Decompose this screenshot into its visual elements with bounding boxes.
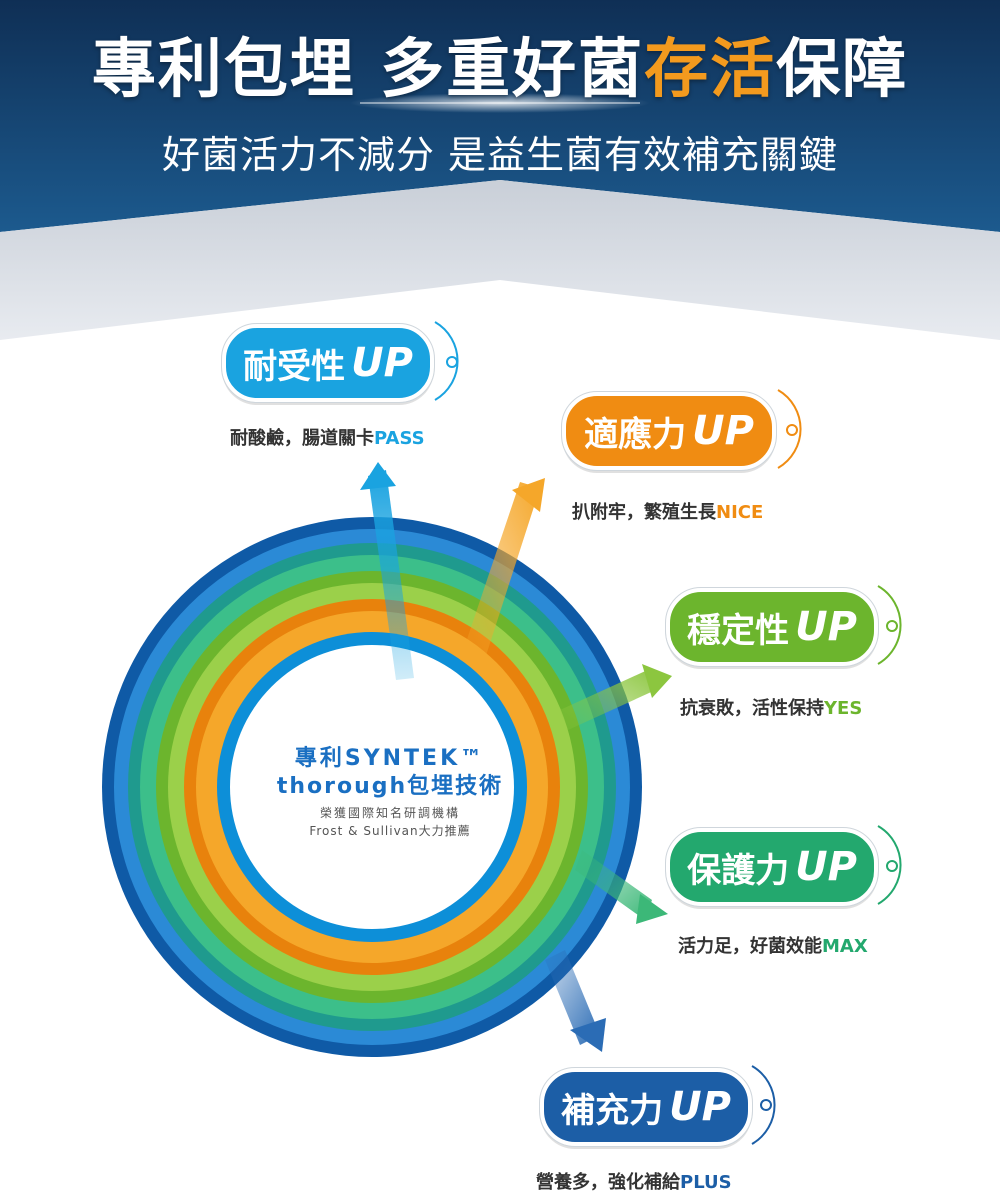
- desc-tag: PLUS: [680, 1172, 732, 1193]
- feature-up: UP: [351, 340, 413, 386]
- feature-label: 穩定性: [687, 610, 790, 651]
- feature-label: 適應力: [584, 414, 687, 455]
- desc-text: 扒附牢，繁殖生長: [572, 502, 716, 523]
- page-subtitle: 好菌活力不減分 是益生菌有效補充關鍵: [161, 133, 839, 177]
- desc-text: 活力足，好菌效能: [678, 936, 822, 957]
- desc-text: 耐酸鹼，腸道關卡: [230, 428, 374, 449]
- title-part2: 保障: [776, 33, 909, 107]
- feature-desc-replenish: 營養多，強化補給PLUS: [536, 1168, 732, 1194]
- page-title: 專利包埋 多重好菌存活保障: [0, 18, 1000, 110]
- desc-tag: YES: [824, 698, 863, 719]
- feature-up: UP: [692, 408, 754, 454]
- feature-desc-tolerance: 耐酸鹼，腸道關卡PASS: [230, 424, 425, 450]
- feature-desc-stability: 抗衰敗，活性保持YES: [680, 694, 862, 720]
- desc-tag: NICE: [716, 502, 764, 523]
- desc-tag: PASS: [374, 428, 425, 449]
- tech-award: 榮獲國際知名研調機構: [319, 806, 460, 820]
- desc-text: 抗衰敗，活性保持: [680, 698, 824, 719]
- feature-desc-adaptability: 扒附牢，繁殖生長NICE: [572, 498, 763, 524]
- feature-label: 保護力: [687, 850, 790, 891]
- feature-up: UP: [795, 844, 857, 890]
- tech-name: 專利SYNTEK™: [294, 746, 486, 771]
- feature-desc-protection: 活力足，好菌效能MAX: [678, 932, 868, 958]
- feature-up: UP: [795, 604, 857, 650]
- feature-up: UP: [669, 1084, 731, 1130]
- feature-label: 補充力: [561, 1090, 664, 1131]
- tech-subname: thorough包埋技術: [276, 774, 504, 799]
- desc-tag: MAX: [822, 936, 868, 957]
- tech-recommender: Frost & Sullivan大力推薦: [309, 824, 471, 838]
- title-part1: 專利包埋 多重好菌: [91, 33, 645, 107]
- title-highlight: 存活: [644, 33, 777, 107]
- feature-label: 耐受性: [243, 346, 346, 387]
- desc-text: 營養多，強化補給: [536, 1172, 680, 1193]
